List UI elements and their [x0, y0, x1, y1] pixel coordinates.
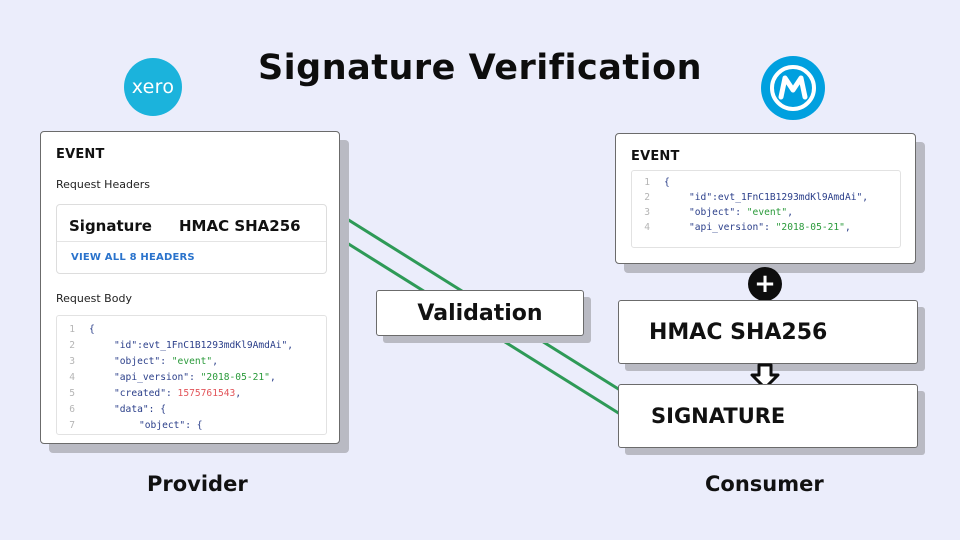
code-line: 1{	[57, 322, 326, 338]
code-line: 2 "id":evt_1FnC1B1293mdKl9AmdAi",	[57, 338, 326, 354]
code-text: "api_version": "2018-05-21",	[689, 222, 851, 233]
code-line: 4 "api_version": "2018-05-21",	[632, 220, 900, 235]
code-text: "api_version": "2018-05-21",	[114, 372, 276, 383]
hmac-sha256-box: HMAC SHA256	[618, 300, 918, 364]
xero-logo: xero	[124, 58, 182, 116]
page-title: Signature Verification	[257, 48, 703, 88]
line-number: 1	[644, 177, 650, 188]
down-arrow-icon	[750, 363, 780, 390]
validation-box: Validation	[376, 290, 584, 336]
code-line: 3 "object": "event",	[632, 205, 900, 220]
code-line: 5 "created": 1575761543,	[57, 386, 326, 402]
request-body-label: Request Body	[56, 292, 132, 305]
code-text: "data": {	[114, 404, 166, 415]
consumer-label: Consumer	[705, 472, 824, 496]
provider-event-label: EVENT	[56, 147, 105, 162]
code-text: "object": {	[139, 420, 203, 431]
headers-divider	[57, 241, 326, 242]
consumer-event-card: EVENT 1{2"id":evt_1FnC1B1293mdKl9AmdAi",…	[615, 133, 916, 264]
view-all-headers-link[interactable]: VIEW ALL 8 HEADERS	[71, 252, 195, 263]
code-text: "object": "event",	[114, 356, 218, 367]
validation-label: Validation	[417, 300, 543, 326]
line-number: 5	[69, 388, 75, 399]
code-line: 3 "object": "event",	[57, 354, 326, 370]
mulesoft-m-icon	[770, 65, 816, 111]
signature-box: SIGNATURE	[618, 384, 918, 448]
code-line: 7 "object": {	[57, 418, 326, 434]
hmac-sha256-label: HMAC SHA256	[649, 319, 828, 345]
code-text: "created": 1575761543,	[114, 388, 242, 399]
code-text: "id":evt_1FnC1B1293mdKl9AmdAi",	[689, 192, 869, 203]
provider-code-block: 1{2"id":evt_1FnC1B1293mdKl9AmdAi",3"obje…	[56, 315, 327, 435]
line-number: 2	[69, 340, 75, 351]
consumer-code-block: 1{2"id":evt_1FnC1B1293mdKl9AmdAi",3"obje…	[631, 170, 901, 248]
request-headers-box: Signature HMAC SHA256 VIEW ALL 8 HEADERS	[56, 204, 327, 274]
line-number: 1	[69, 324, 75, 335]
code-text: "id":evt_1FnC1B1293mdKl9AmdAi",	[114, 340, 294, 351]
mulesoft-logo-icon	[761, 56, 825, 120]
line-number: 4	[69, 372, 75, 383]
code-line: 2 "id":evt_1FnC1B1293mdKl9AmdAi",	[632, 190, 900, 205]
line-number: 7	[69, 420, 75, 431]
line-number: 4	[644, 222, 650, 233]
code-text: {	[664, 177, 670, 188]
code-text: "object": "event",	[689, 207, 793, 218]
xero-logo-text: xero	[131, 76, 175, 98]
line-number: 3	[644, 207, 650, 218]
line-number: 2	[644, 192, 650, 203]
code-line: 4 "api_version": "2018-05-21",	[57, 370, 326, 386]
line-number: 3	[69, 356, 75, 367]
request-headers-label: Request Headers	[56, 178, 150, 191]
code-line: 1{	[632, 175, 900, 190]
provider-label: Provider	[147, 472, 248, 496]
signature-header-value: HMAC SHA256	[179, 217, 301, 235]
code-text: {	[89, 324, 95, 335]
consumer-event-label: EVENT	[631, 149, 680, 164]
provider-event-card: EVENT Request Headers Signature HMAC SHA…	[40, 131, 340, 444]
line-number: 6	[69, 404, 75, 415]
code-line: 6 "data": {	[57, 402, 326, 418]
signature-label: SIGNATURE	[651, 404, 786, 428]
plus-icon: +	[748, 267, 782, 301]
signature-header-key: Signature	[69, 217, 152, 235]
